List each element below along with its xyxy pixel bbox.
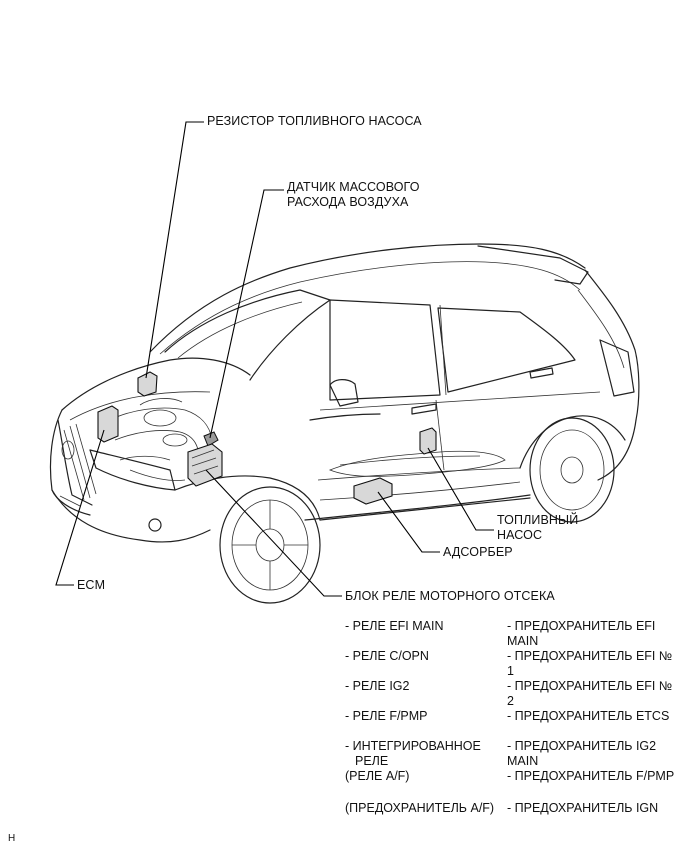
label-mass-air-flow-sensor-line1: ДАТЧИК МАССОВОГО xyxy=(287,180,420,194)
label-fuel-pump-line1: ТОПЛИВНЫЙ xyxy=(497,513,579,527)
list-item-left: - РЕЛЕ IG2 xyxy=(345,679,410,693)
label-canister: АДСОРБЕР xyxy=(443,545,513,559)
list-item-right: - ПРЕДОХРАНИТЕЛЬ EFI MAIN xyxy=(507,619,656,648)
label-engine-room-relay-block: БЛОК РЕЛЕ МОТОРНОГО ОТСЕКА xyxy=(345,589,555,603)
label-ecm: ECM xyxy=(77,578,106,592)
fuel-pump-resistor-part xyxy=(137,371,158,397)
list-item-right: - ПРЕДОХРАНИТЕЛЬ ETCS xyxy=(507,709,670,723)
list-item-left: - ИНТЕГРИРОВАННОЕ РЕЛЕ xyxy=(345,739,481,768)
label-fuel-pump-resistor: РЕЗИСТОР ТОПЛИВНОГО НАСОСА xyxy=(207,114,422,128)
list-item-left: (ПРЕДОХРАНИТЕЛЬ A/F) xyxy=(345,801,495,815)
label-fuel-pump-line2: НАСОС xyxy=(497,528,543,542)
leader-lines xyxy=(55,121,494,597)
fuel-tank xyxy=(328,450,506,477)
list-item-right: - ПРЕДОХРАНИТЕЛЬ IGN xyxy=(507,801,659,815)
canister-part xyxy=(353,477,393,505)
list-item-right: - ПРЕДОХРАНИТЕЛЬ EFI № 1 xyxy=(507,649,673,678)
list-item-right: - ПРЕДОХРАНИТЕЛЬ EFI № 2 xyxy=(507,679,673,708)
fuel-pump-part xyxy=(419,427,437,455)
ecm-part xyxy=(97,405,119,443)
list-item-left: - РЕЛЕ C/OPN xyxy=(345,649,429,663)
list-item-left: - РЕЛЕ F/PMP xyxy=(345,709,428,723)
car-body xyxy=(49,243,640,604)
footer-code: H xyxy=(8,833,16,844)
label-mass-air-flow-sensor-line2: РАСХОДА ВОЗДУХА xyxy=(287,195,409,209)
list-item-left: - РЕЛЕ EFI MAIN xyxy=(345,619,444,633)
list-item-right: - ПРЕДОХРАНИТЕЛЬ F/PMP xyxy=(507,769,675,783)
list-item-right: - ПРЕДОХРАНИТЕЛЬ IG2 MAIN xyxy=(507,739,657,768)
list-item-left: (РЕЛЕ A/F) xyxy=(345,769,410,783)
engine-room-relay-block-part xyxy=(187,443,223,487)
